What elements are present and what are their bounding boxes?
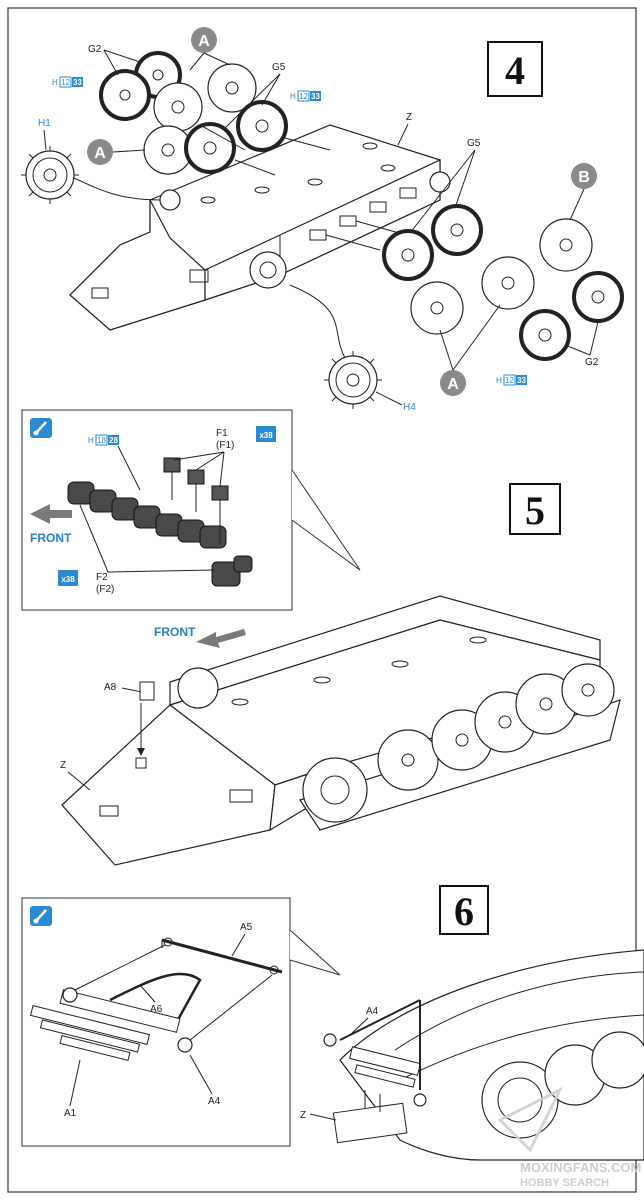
- watermark-line2: HOBBY SEARCH: [520, 1177, 609, 1189]
- step-4-box: [487, 41, 543, 97]
- label-g2-bottom: G2: [585, 357, 599, 368]
- label-a5: A5: [240, 922, 253, 933]
- svg-text:12: 12: [61, 78, 70, 87]
- paint-brush-icon: [30, 418, 52, 438]
- sprocket-h1: [21, 146, 161, 204]
- label-z-step4: Z: [406, 112, 412, 123]
- svg-text:x38: x38: [61, 575, 75, 584]
- callout-a-bottom: [440, 370, 466, 396]
- callout-b: [571, 163, 597, 189]
- step-5-box: [509, 483, 561, 535]
- callout-a-left: [87, 139, 113, 165]
- step-6-number: 6: [454, 889, 474, 934]
- label-g5-right: G5: [467, 138, 481, 149]
- step-5-hull: [61, 595, 621, 866]
- label-g5-top: G5: [272, 62, 286, 73]
- part-a8: [139, 681, 155, 701]
- callout-a-top-label: A: [198, 33, 210, 50]
- label-a6: A6: [150, 1004, 163, 1015]
- callout-a-left-label: A: [94, 145, 106, 162]
- color-ref-h18-28: H 18 28: [88, 434, 141, 491]
- svg-text:12: 12: [505, 376, 514, 385]
- color-ref-h12-33-a: H 12 33: [52, 76, 83, 88]
- svg-text:18: 18: [97, 436, 106, 445]
- label-f2: F2: [96, 572, 108, 583]
- front-arrow-main: [196, 629, 246, 648]
- label-a4-main: A4: [366, 1006, 379, 1017]
- svg-text:28: 28: [109, 436, 118, 445]
- label-front-main: FRONT: [154, 625, 196, 639]
- callout-b-label: B: [578, 169, 590, 186]
- label-z-step6: Z: [300, 1110, 306, 1121]
- svg-text:H: H: [52, 78, 58, 87]
- color-ref-h12-33-b: H 12 33: [290, 90, 321, 102]
- guide-horns-f1: [163, 457, 229, 545]
- svg-text:x38: x38: [259, 431, 273, 440]
- suspension-assembly-inset: [29, 937, 283, 1061]
- label-f1-paren: (F1): [216, 440, 234, 451]
- step-5-number: 5: [525, 488, 545, 533]
- label-f1: F1: [216, 428, 228, 439]
- road-wheels-left: [99, 51, 331, 176]
- watermark-line1: MOXINGFANS.COM: [520, 1160, 641, 1175]
- label-a1: A1: [64, 1108, 77, 1119]
- svg-text:H: H: [496, 376, 502, 385]
- label-front-inset: FRONT: [30, 531, 72, 545]
- label-f2-paren: (F2): [96, 584, 114, 595]
- sprocket-h4: [289, 284, 382, 409]
- svg-text:33: 33: [73, 78, 82, 87]
- page-border: [7, 7, 637, 1193]
- watermark: MOXINGFANS.COM HOBBY SEARCH: [497, 1086, 641, 1189]
- color-ref-h12-33-c: H 12 33: [496, 374, 527, 386]
- quantity-badge-bottom: x38: [58, 570, 78, 586]
- step-6-hull: [323, 949, 644, 1161]
- svg-text:H: H: [290, 92, 296, 101]
- step-4: 4: [21, 27, 624, 413]
- svg-text:33: 33: [311, 92, 320, 101]
- svg-text:12: 12: [299, 92, 308, 101]
- label-a8: A8: [104, 682, 117, 693]
- step-4-hull: [69, 124, 451, 331]
- label-h4: H4: [403, 402, 416, 413]
- track-links: [67, 481, 253, 587]
- step-5: 5 FR: [21, 409, 621, 866]
- callout-a-top: [191, 27, 217, 53]
- quantity-badge-top: x38: [256, 426, 276, 442]
- label-g2-top: G2: [88, 44, 102, 55]
- step-6: 6 A5 A6 A: [21, 885, 644, 1161]
- label-h1: H1: [38, 118, 51, 129]
- label-z-step5: Z: [60, 760, 66, 771]
- svg-text:H: H: [88, 436, 94, 445]
- callout-a-bottom-label: A: [447, 376, 459, 393]
- paint-brush-icon: [30, 906, 52, 926]
- svg-text:33: 33: [517, 376, 526, 385]
- step-4-number: 4: [505, 48, 525, 93]
- label-a4-inset: A4: [208, 1096, 221, 1107]
- road-wheels-right: [382, 204, 624, 361]
- step-6-box: [439, 885, 489, 935]
- front-arrow-inset: [30, 504, 72, 524]
